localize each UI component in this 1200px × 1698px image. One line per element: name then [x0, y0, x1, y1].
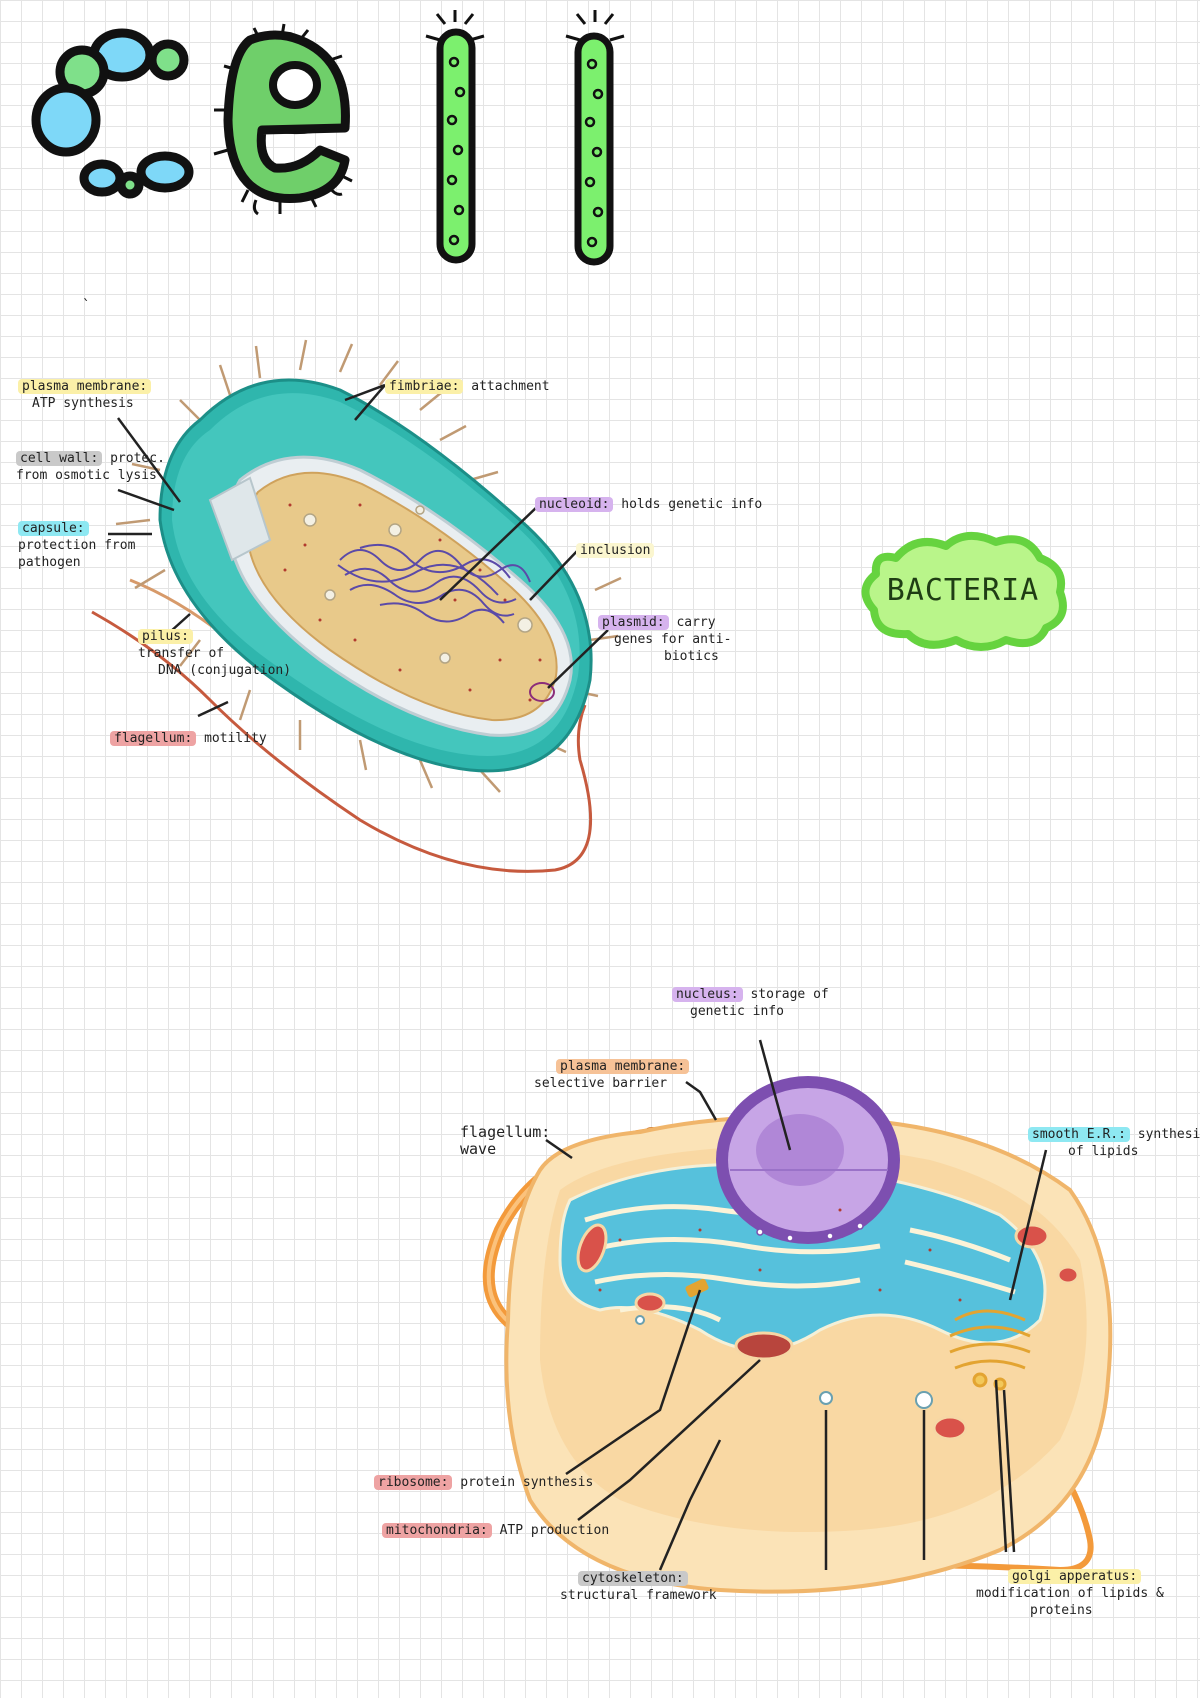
desc-smooth-er-2: of lipids — [1068, 1144, 1139, 1159]
label-euk-golgi: golgi apperatus: modification of lipids … — [976, 1568, 1164, 1619]
term-plasma-membrane: plasma membrane: — [18, 379, 152, 394]
desc-pilus-2: DNA (conjugation) — [158, 663, 292, 678]
desc-fimbriae: attachment — [471, 379, 550, 394]
desc-pilus-1: transfer of — [138, 646, 225, 661]
label-euk-ribosome: ribosome: protein synthesis — [374, 1474, 593, 1491]
label-bacteria-capsule: capsule: protection from pathogen — [18, 520, 135, 571]
desc-euk-flagellum: wave — [460, 1140, 497, 1158]
bacteria-flagellum — [91, 610, 593, 873]
term-euk-flagellum: flagellum: — [460, 1123, 551, 1141]
term-capsule: capsule: — [18, 521, 89, 536]
euk-golgi — [949, 1309, 1031, 1391]
bacteria-nucleoid — [337, 544, 531, 624]
desc-mitochondria: ATP production — [499, 1523, 610, 1538]
letter-l-first — [425, 10, 485, 264]
label-bacteria-plasmid: plasmid: carry genes for anti- biotics — [598, 614, 731, 665]
desc-plasmid-1: carry — [676, 615, 716, 630]
term-ribosome: ribosome: — [374, 1475, 453, 1490]
label-euk-mitochondria: mitochondria: ATP production — [382, 1522, 609, 1539]
desc-cell-wall-1: protec. — [110, 451, 165, 466]
label-bacteria-nucleoid: nucleoid: holds genetic info — [535, 496, 762, 513]
desc-nucleus-2: genetic info — [690, 1004, 784, 1019]
desc-euk-plasma-membrane: selective barrier — [534, 1076, 668, 1091]
bacteria-cytoplasm — [246, 471, 558, 722]
term-euk-plasma-membrane: plasma membrane: — [556, 1059, 690, 1074]
desc-cytoskeleton: structural framework — [560, 1588, 717, 1603]
term-pilus: pilus: — [138, 629, 193, 644]
desc-nucleus-1: storage of — [750, 987, 829, 1002]
desc-plasma-membrane: ATP synthesis — [32, 396, 134, 411]
label-bacteria-pilus: pilus: transfer of DNA (conjugation) — [138, 628, 291, 679]
term-cell-wall: cell wall: — [16, 451, 103, 466]
label-euk-smooth-er: smooth E.R.: synthesis of lipids — [1028, 1126, 1200, 1160]
term-golgi: golgi apperatus: — [1008, 1569, 1142, 1584]
desc-golgi-1: modification of lipids & — [976, 1586, 1164, 1601]
label-bacteria-plasma-membrane: plasma membrane: ATP synthesis — [18, 378, 152, 412]
bacteria-illustration — [91, 339, 622, 873]
label-euk-plasma-membrane: plasma membrane: selective barrier — [534, 1058, 690, 1092]
bacteria-plasmid — [529, 682, 555, 702]
term-flagellum: flagellum: — [110, 731, 197, 746]
term-mitochondria: mitochondria: — [382, 1523, 492, 1538]
label-euk-flagellum: flagellum: wave — [460, 1124, 550, 1158]
term-fimbriae: fimbriae: — [385, 379, 464, 394]
desc-smooth-er-1: synthesis — [1137, 1127, 1200, 1142]
bacteria-inclusions — [303, 505, 533, 664]
desc-nucleoid: holds genetic info — [621, 497, 763, 512]
cloud-shape — [861, 532, 1067, 651]
desc-plasmid-2: genes for anti- — [614, 632, 732, 647]
desc-capsule-1: protection from — [18, 538, 136, 553]
desc-cell-wall-2: from osmotic lysis — [16, 468, 157, 483]
letter-c — [31, 28, 194, 199]
title-cell-art: cell — [31, 10, 625, 266]
term-nucleus: nucleus: — [672, 987, 743, 1002]
letter-l-second — [565, 10, 625, 266]
label-euk-cytoskeleton: cytoskeleton: structural framework — [560, 1570, 717, 1604]
label-bacteria-fimbriae: fimbriae: attachment — [385, 378, 550, 395]
label-bacteria-flagellum: flagellum: motility — [110, 730, 267, 747]
euk-nucleus — [716, 1076, 900, 1244]
bacteria-badge: BACTERIA — [856, 528, 1070, 652]
euk-mitochondria — [576, 1223, 1080, 1441]
term-cytoskeleton: cytoskeleton: — [578, 1571, 688, 1586]
bacteria-ribosomes — [283, 503, 542, 702]
bacteria-badge-label: BACTERIA — [886, 572, 1040, 608]
label-euk-nucleus: nucleus: storage of genetic info — [672, 986, 829, 1020]
label-bacteria-inclusion: inclusion — [576, 542, 655, 559]
desc-capsule-2: pathogen — [18, 555, 81, 570]
term-inclusion: inclusion — [576, 543, 655, 558]
stray-mark: ` — [82, 298, 91, 314]
term-smooth-er: smooth E.R.: — [1028, 1127, 1130, 1142]
label-bacteria-cell-wall: cell wall: protec. from osmotic lysis — [16, 450, 165, 484]
desc-flagellum: motility — [204, 731, 267, 746]
desc-golgi-2: proteins — [1030, 1603, 1093, 1618]
euk-centriole — [685, 1278, 709, 1298]
desc-plasmid-3: biotics — [664, 649, 719, 664]
term-nucleoid: nucleoid: — [535, 497, 614, 512]
desc-ribosome: protein synthesis — [460, 1475, 594, 1490]
term-plasmid: plasmid: — [598, 615, 669, 630]
letter-e — [213, 23, 353, 216]
